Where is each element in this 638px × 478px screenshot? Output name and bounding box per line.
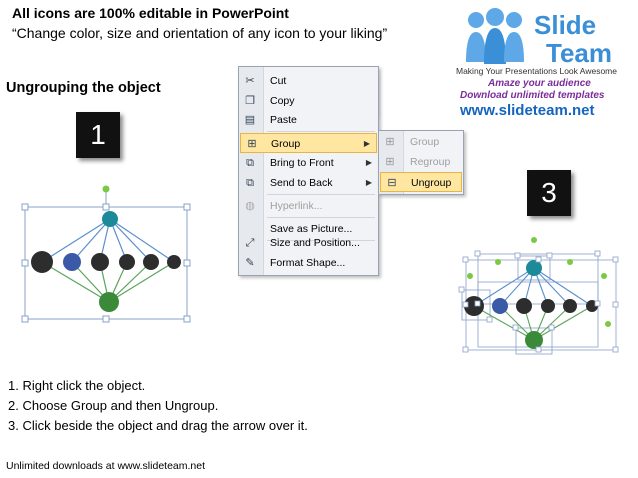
menu-item-hyperlink[interactable]: ◍ Hyperlink... — [239, 196, 378, 216]
menu-item-bring-to-front[interactable]: ⧉ Bring to Front ▶ — [239, 153, 378, 173]
hyperlink-icon: ◍ — [245, 200, 255, 212]
menu-item-copy[interactable]: ❐ Copy — [239, 91, 378, 111]
header-line-1: All icons are 100% editable in PowerPoin… — [12, 5, 289, 21]
submenu-arrow-icon: ▶ — [363, 139, 370, 148]
send-to-back-icon: ⧉ — [246, 177, 254, 189]
logo-promo-2: Download unlimited templates — [460, 90, 605, 101]
menu-item-group[interactable]: ⊞ Group ▶ — [240, 133, 377, 153]
network-diagram-grouped[interactable] — [20, 185, 200, 325]
logo-tagline: Making Your Presentations Look Awesome — [456, 66, 617, 76]
group-icon: ⊞ — [247, 138, 257, 150]
group-icon: ⊞ — [385, 136, 395, 148]
menu-item-send-to-back[interactable]: ⧉ Send to Back ▶ — [239, 173, 378, 193]
menu-item-format-shape[interactable]: ✎ Format Shape... — [239, 253, 378, 273]
menu-item-save-as-picture[interactable]: Save as Picture... — [270, 223, 353, 235]
footer-text: Unlimited downloads at www.slideteam.net — [6, 460, 206, 472]
menu-item-cut[interactable]: ✂ Cut — [239, 71, 378, 91]
scissors-icon: ✂ — [245, 75, 255, 87]
logo-brand-slide: Slide — [534, 10, 597, 40]
step-text-3: 3. Click beside the object and drag the … — [8, 418, 308, 433]
context-menu: ✂ Cut ❐ Copy ▤ Paste ⊞ Group ▶ ⧉ Bring t… — [238, 66, 379, 276]
network-diagram-ungrouped[interactable] — [458, 232, 628, 362]
menu-item-size-position[interactable]: ⤢ Size and Position... — [239, 233, 378, 253]
submenu-item-ungroup[interactable]: ⊟ Ungroup — [380, 172, 462, 192]
step-badge-3: 3 — [527, 170, 571, 216]
group-submenu: ⊞ Group ⊞ Regroup ⊟ Ungroup — [378, 130, 464, 195]
team-people-icon — [466, 8, 524, 64]
step-text-2: 2. Choose Group and then Ungroup. — [8, 398, 219, 413]
menu-item-paste[interactable]: ▤ Paste — [244, 114, 297, 126]
section-title: Ungrouping the object — [6, 80, 161, 96]
submenu-arrow-icon: ▶ — [365, 178, 372, 187]
logo-promo-1: Amaze your audience — [488, 78, 591, 89]
bring-to-front-icon: ⧉ — [246, 157, 254, 169]
submenu-item-group[interactable]: ⊞ Group — [379, 132, 463, 152]
regroup-icon: ⊞ — [385, 156, 395, 168]
paste-icon: ▤ — [244, 114, 256, 126]
submenu-item-regroup[interactable]: ⊞ Regroup — [379, 152, 463, 172]
logo-url: www.slideteam.net — [460, 102, 595, 119]
size-position-icon: ⤢ — [245, 237, 255, 249]
submenu-arrow-icon: ▶ — [365, 158, 372, 167]
slideteam-logo: Slide Team Making Your Presentations Loo… — [456, 6, 636, 119]
format-shape-icon: ✎ — [245, 257, 255, 269]
step-badge-1: 1 — [76, 112, 120, 158]
ungroup-icon: ⊟ — [387, 177, 397, 189]
header-line-2: “Change color, size and orientation of a… — [12, 25, 388, 41]
step-text-1: 1. Right click the object. — [8, 378, 146, 393]
copy-icon: ❐ — [245, 95, 255, 107]
instruction-steps: 1. Right click the object. 2. Choose Gro… — [8, 376, 308, 436]
logo-brand-team: Team — [546, 38, 612, 68]
